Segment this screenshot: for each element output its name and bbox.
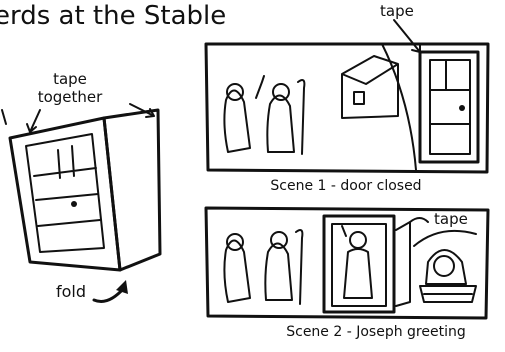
figure-head-2 (273, 84, 289, 100)
stable-arch (414, 231, 476, 246)
joseph-head (350, 232, 366, 248)
mary-head (434, 256, 454, 276)
tape-label-top: tape (380, 2, 414, 20)
scene-2-caption: Scene 2 - Joseph greeting (286, 324, 466, 340)
doorway-inner (332, 224, 386, 306)
tape-label-left: tape (53, 70, 87, 88)
door-drawing (26, 134, 104, 252)
together-label: together (38, 88, 103, 106)
door-model (2, 104, 160, 302)
fold-label: fold (56, 282, 86, 301)
mary-figure (426, 250, 466, 284)
tape-arrow-scene2 (410, 218, 428, 222)
figure-shepherd-2 (265, 243, 292, 300)
door-knob-icon (71, 201, 77, 207)
shepherd-staff (298, 80, 304, 154)
door-planks (34, 146, 100, 226)
stable-building (342, 56, 398, 118)
figure-head-2 (271, 232, 287, 248)
door-flap (396, 222, 410, 306)
tape-label-scene2: tape (434, 210, 468, 228)
raised-hand (256, 76, 264, 98)
tape-arrow-top (394, 20, 420, 52)
scene-1 (206, 20, 488, 172)
tape-arrow-left (27, 110, 40, 132)
scene-1-door-planks (430, 60, 470, 124)
manger (420, 286, 476, 302)
shepherd-staff (296, 230, 302, 304)
fold-line (104, 118, 120, 270)
stable-window (354, 92, 364, 104)
fold-arrow-icon (116, 280, 128, 294)
page-title: erds at the Stable (0, 1, 226, 31)
edge-mark (2, 110, 6, 124)
scene-1-caption: Scene 1 - door closed (270, 178, 421, 194)
joseph-figure (342, 226, 372, 298)
door-knob-icon (459, 105, 465, 111)
figure-shepherd-2 (267, 95, 294, 152)
